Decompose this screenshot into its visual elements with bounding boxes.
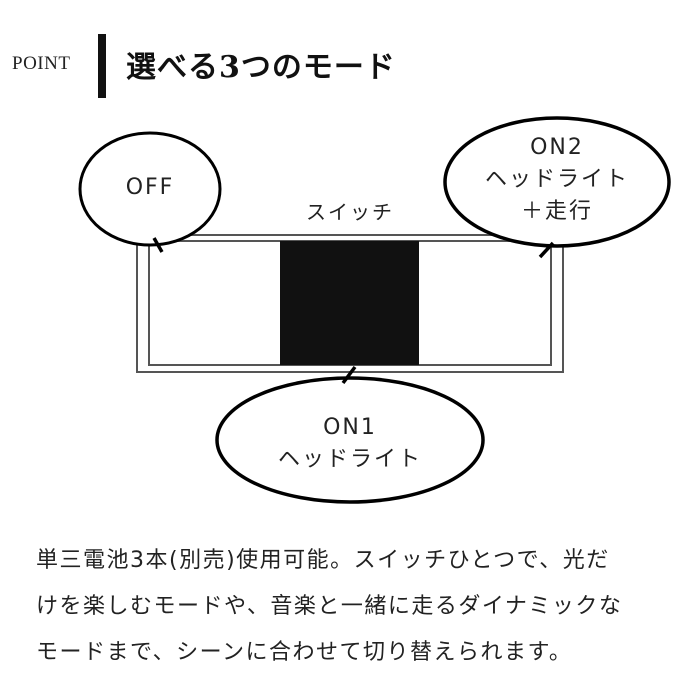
- off-bubble-text: OFF: [90, 172, 210, 204]
- header-divider-bar: [98, 34, 106, 98]
- on2-label: ON2: [530, 135, 584, 160]
- on1-bubble-text: ON1 ヘッドライト: [250, 412, 450, 476]
- on2-desc-line1: ヘッドライト: [484, 167, 629, 192]
- on1-bubble: [215, 365, 485, 504]
- off-bubble: [78, 131, 222, 253]
- on2-desc-line2: ＋走行: [520, 199, 593, 224]
- page-title: 選べる3つのモード: [126, 50, 396, 85]
- point-label: POINT: [12, 53, 71, 74]
- description-line: けを楽しむモードや、音楽と一緒に走るダイナミックな: [36, 594, 623, 619]
- switch-knob: [280, 241, 419, 365]
- switch-label: スイッチ: [306, 200, 394, 224]
- description-line: 単三電池3本(別売)使用可能。スイッチひとつで、光だ: [36, 548, 610, 573]
- on2-bubble: [443, 116, 671, 259]
- description: 単三電池3本(別売)使用可能。スイッチひとつで、光だ けを楽しむモードや、音楽と…: [36, 538, 676, 676]
- mode-switch-diagram: [78, 116, 671, 504]
- header: POINT 選べる3つのモード: [0, 0, 700, 110]
- on1-desc-line1: ヘッドライト: [277, 447, 422, 472]
- on2-bubble-text: ON2 ヘッドライト ＋走行: [462, 132, 652, 228]
- on1-label: ON1: [323, 415, 377, 440]
- off-label: OFF: [125, 175, 175, 200]
- description-line: モードまで、シーンに合わせて切り替えられます。: [36, 640, 573, 665]
